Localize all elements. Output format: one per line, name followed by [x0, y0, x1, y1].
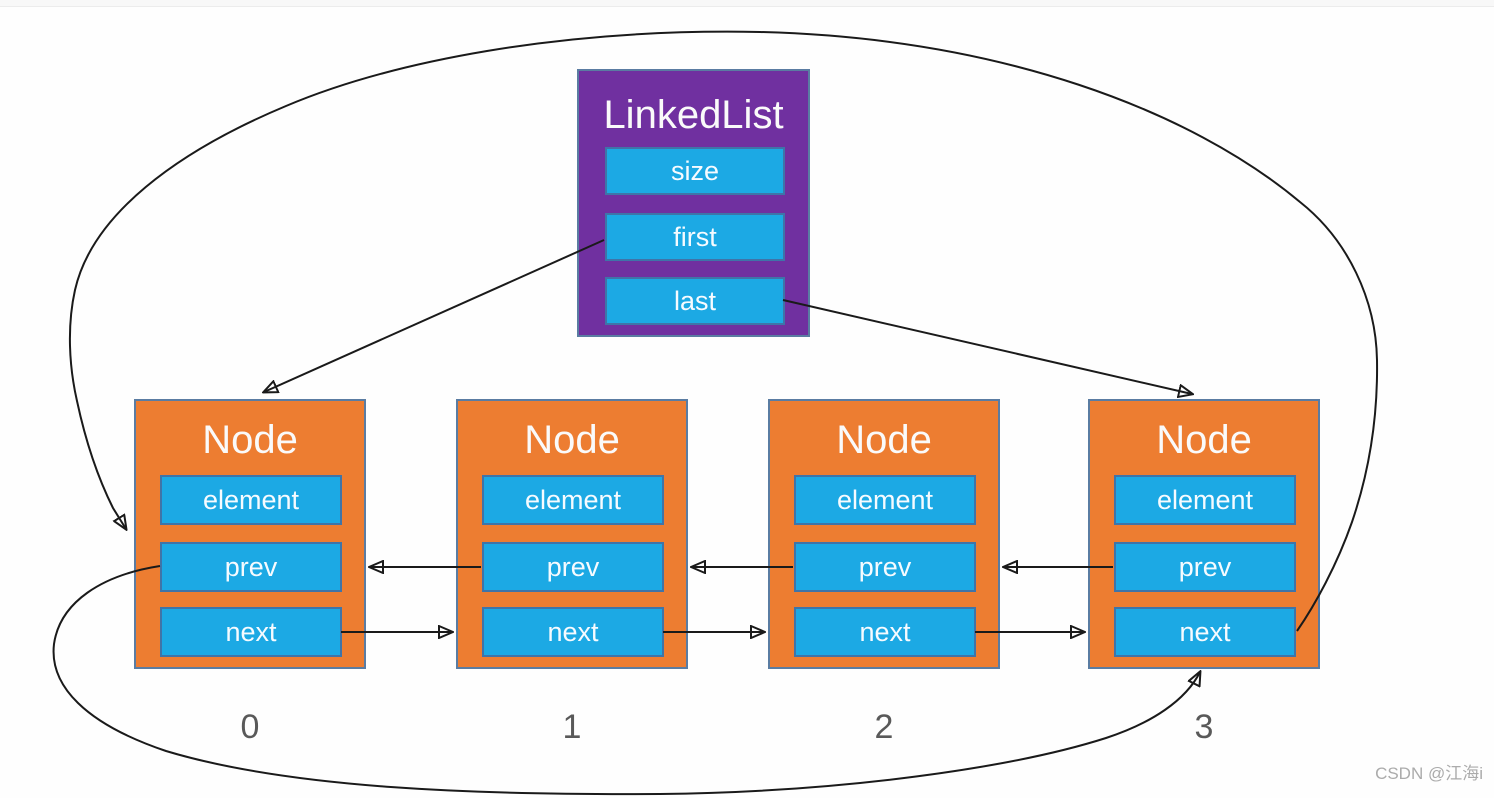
node-0-field-prev: prev — [160, 542, 342, 592]
top-edge-band — [0, 0, 1494, 7]
node-0-title: Node — [202, 418, 298, 462]
node-box-1: Node element prev next — [456, 399, 688, 669]
linkedlist-field-last: last — [605, 277, 785, 325]
index-label-3: 3 — [1194, 708, 1214, 746]
node-3-field-next: next — [1114, 607, 1296, 657]
node-1-field-next: next — [482, 607, 664, 657]
index-label-0: 0 — [240, 708, 260, 746]
node-1-field-prev: prev — [482, 542, 664, 592]
node-box-2: Node element prev next — [768, 399, 1000, 669]
linkedlist-title: LinkedList — [603, 93, 784, 137]
node-2-field-next: next — [794, 607, 976, 657]
watermark: CSDN @江海i — [1375, 764, 1483, 783]
index-label-2: 2 — [874, 708, 894, 746]
node-2-field-prev: prev — [794, 542, 976, 592]
node-0-field-element: element — [160, 475, 342, 525]
node-2-title: Node — [836, 418, 932, 462]
arrow-first-to-node0 — [264, 239, 605, 392]
node-1-title: Node — [524, 418, 620, 462]
node-box-3: Node element prev next — [1088, 399, 1320, 669]
linkedlist-field-first: first — [605, 213, 785, 261]
node-box-0: Node element prev next — [134, 399, 366, 669]
node-2-field-element: element — [794, 475, 976, 525]
arrow-last-to-node3 — [782, 299, 1192, 394]
node-3-field-element: element — [1114, 475, 1296, 525]
index-label-1: 1 — [562, 708, 582, 746]
node-3-title: Node — [1156, 418, 1252, 462]
node-1-field-element: element — [482, 475, 664, 525]
linkedlist-field-size: size — [605, 147, 785, 195]
linkedlist-box: LinkedList size first last — [577, 69, 810, 337]
node-0-field-next: next — [160, 607, 342, 657]
node-3-field-prev: prev — [1114, 542, 1296, 592]
